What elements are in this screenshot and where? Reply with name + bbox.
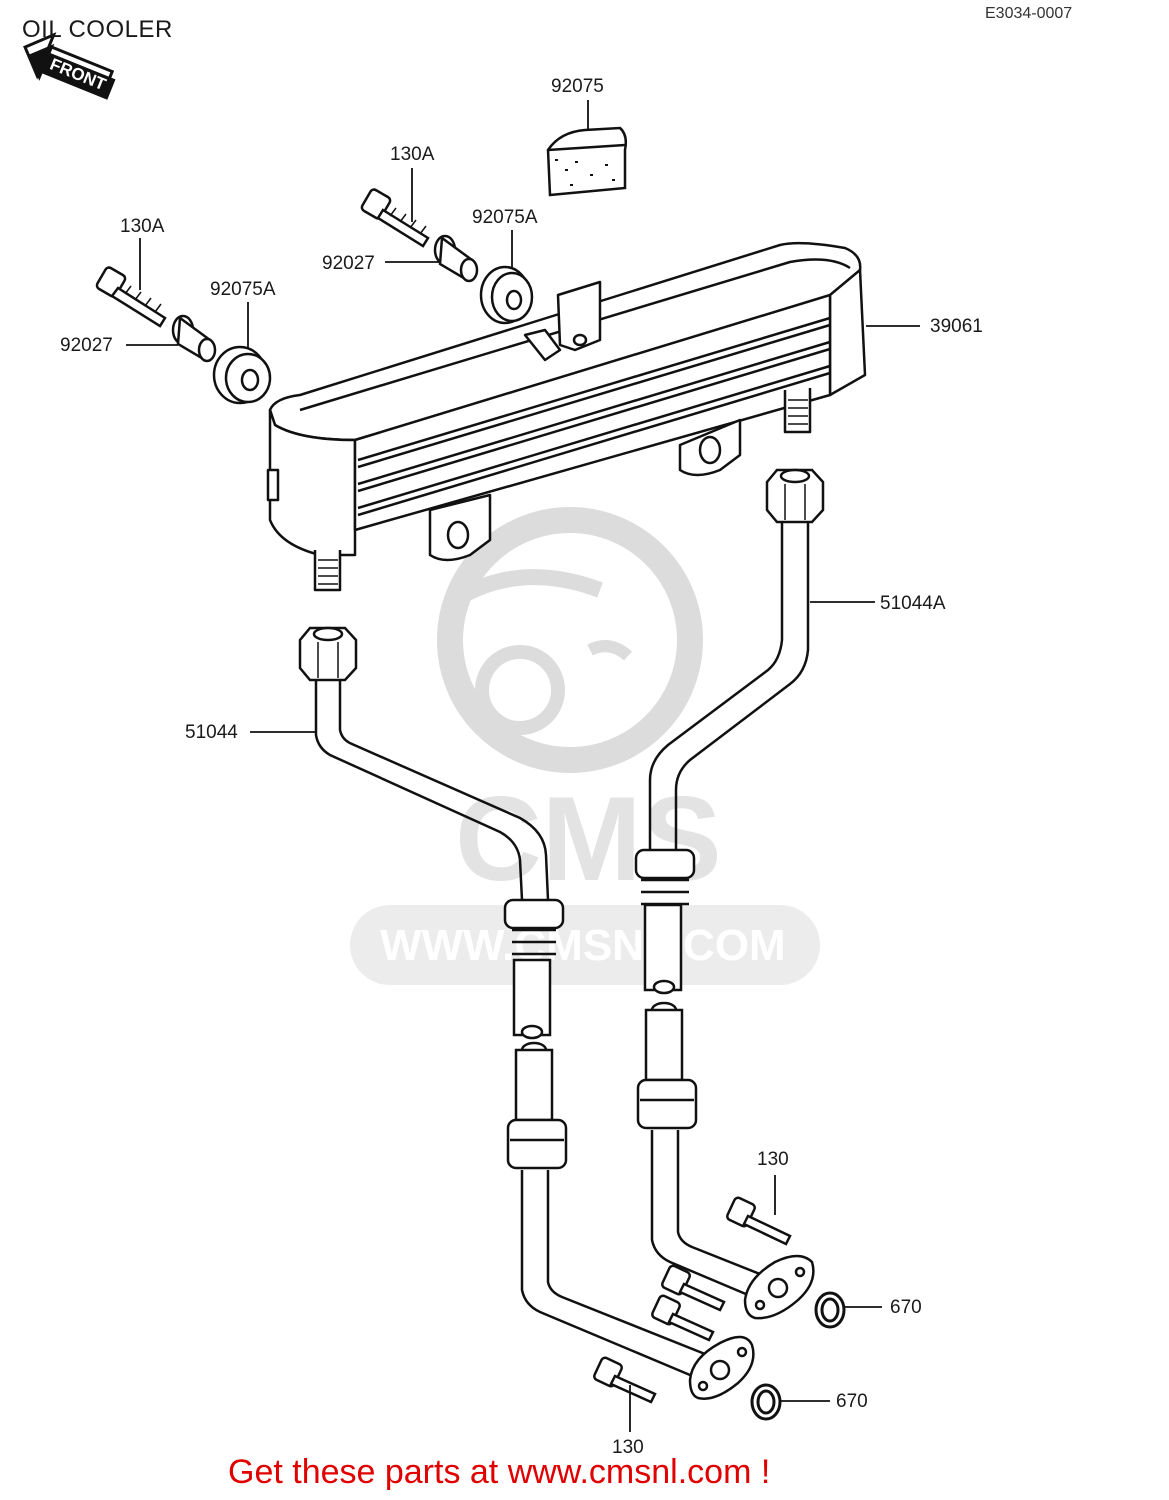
part-label-130a-left: 130A <box>120 216 165 237</box>
part-label-92027-right: 92027 <box>322 253 375 274</box>
part-label-92075a-right: 92075A <box>472 207 538 228</box>
diagram-code: E3034-0007 <box>985 5 1073 22</box>
part-label-670-lower: 670 <box>836 1391 868 1412</box>
part-label-92075a-left: 92075A <box>210 279 276 300</box>
part-label-130-upper: 130 <box>757 1149 789 1170</box>
collar-92027-right <box>433 234 479 283</box>
part-label-130a-right: 130A <box>390 144 435 165</box>
footer-cta-link[interactable]: Get these parts at www.cmsnl.com ! <box>228 1453 771 1491</box>
bolt-130-mid-a <box>661 1264 726 1312</box>
watermark-url: WWW.CMSNL.COM <box>380 921 786 970</box>
part-label-39061: 39061 <box>930 316 983 337</box>
leader-lines <box>126 100 920 1432</box>
flange-upper <box>743 1254 815 1320</box>
bolt-130a-left <box>95 266 167 328</box>
bolt-130-mid-b <box>651 1294 715 1342</box>
pipe-51044a <box>634 522 810 1302</box>
bolt-130-upper <box>726 1196 792 1246</box>
grommet-92075a-right <box>479 265 534 325</box>
oil-cooler-39061 <box>266 241 867 592</box>
watermark-brand: CMS <box>455 772 722 906</box>
part-label-92075: 92075 <box>551 76 604 97</box>
union-nut-left <box>298 626 358 682</box>
watermark-logo <box>350 507 820 985</box>
o-ring-670-lower <box>750 1383 782 1421</box>
part-label-92027-left: 92027 <box>60 335 113 356</box>
part-label-51044: 51044 <box>185 722 238 743</box>
part-label-130-lower: 130 <box>612 1437 644 1458</box>
page-title: OIL COOLER <box>22 16 173 43</box>
flange-lower <box>688 1335 755 1400</box>
part-label-670-upper: 670 <box>890 1297 922 1318</box>
o-ring-670-upper <box>814 1291 846 1329</box>
collar-92027-left <box>171 314 217 363</box>
part-label-51044a: 51044A <box>880 593 946 614</box>
grommet-92075a-left <box>212 345 272 405</box>
bolt-130a-right <box>360 188 430 248</box>
cushion-92075 <box>546 126 628 197</box>
union-nut-right <box>765 468 825 524</box>
bolt-130-lower <box>593 1356 657 1404</box>
pipe-51044 <box>314 680 711 1377</box>
